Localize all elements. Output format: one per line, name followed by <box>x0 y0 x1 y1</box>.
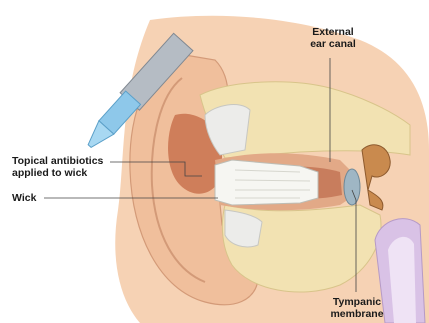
label-wick-text: Wick <box>12 192 36 204</box>
label-topical-antibiotics: Topical antibiotics applied to wick <box>12 155 103 179</box>
label-tympanic-membrane-line1: Tympanic <box>328 296 386 308</box>
label-external-ear-canal-line2: ear canal <box>305 38 361 50</box>
label-topical-antibiotics-line2: applied to wick <box>12 167 103 179</box>
tympanic-membrane-shape <box>344 169 360 205</box>
label-external-ear-canal: External ear canal <box>305 26 361 50</box>
label-external-ear-canal-line1: External <box>305 26 361 38</box>
label-tympanic-membrane: Tympanic membrane <box>328 296 386 320</box>
label-tympanic-membrane-line2: membrane <box>328 308 386 320</box>
label-topical-antibiotics-line1: Topical antibiotics <box>12 155 103 167</box>
label-wick: Wick <box>12 192 36 204</box>
